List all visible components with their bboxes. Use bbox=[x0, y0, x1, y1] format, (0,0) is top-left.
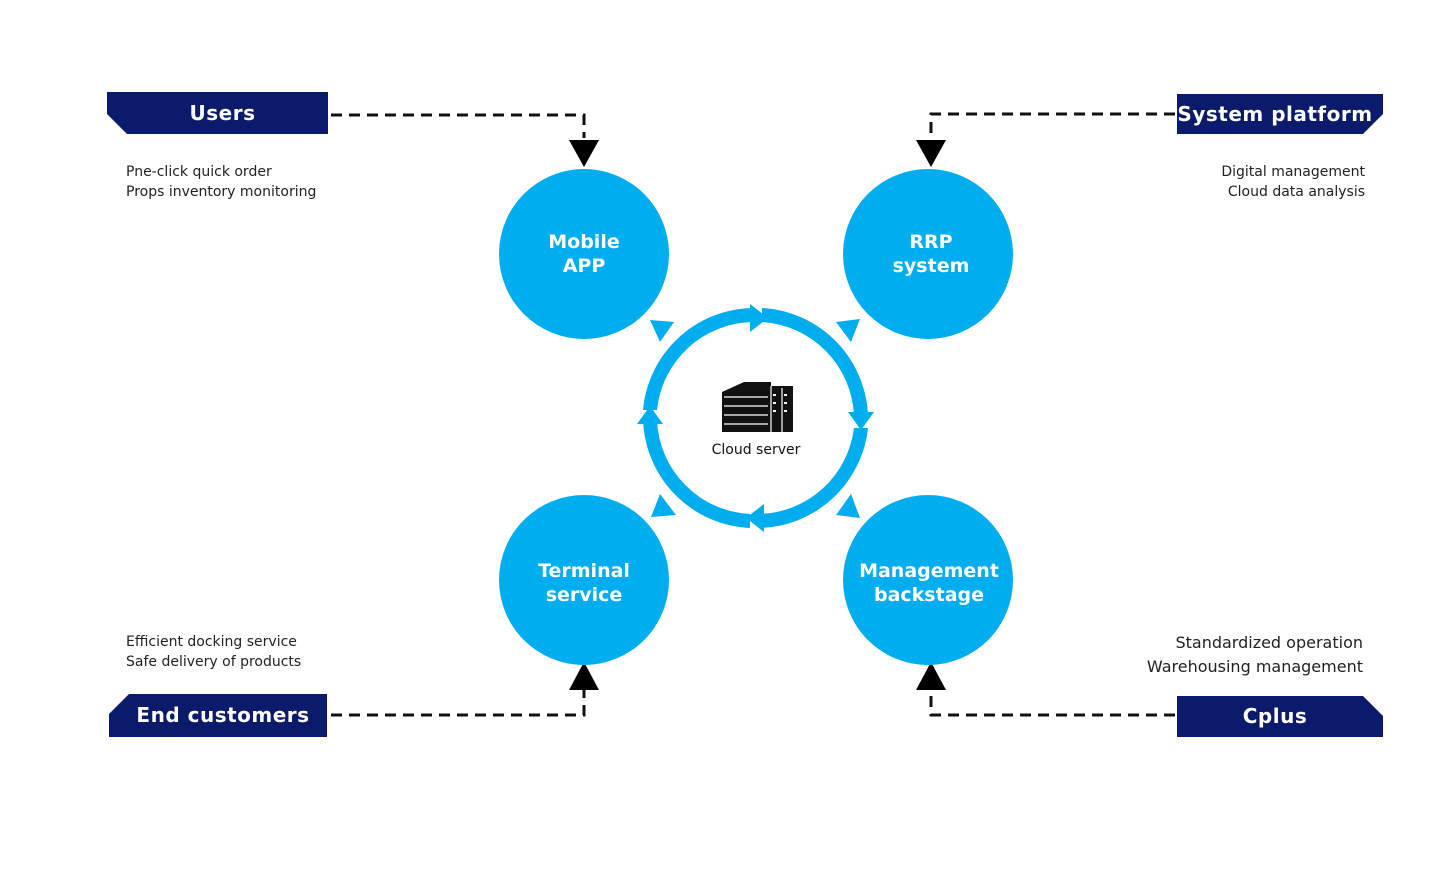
users-tag-shape bbox=[107, 92, 328, 134]
terminal-service-label-line-2: service bbox=[545, 584, 623, 606]
system-platform-desc-line-1: Digital management bbox=[1221, 164, 1365, 180]
end-customers-desc-line-1: Efficient docking service bbox=[126, 634, 297, 650]
cycle-arc-top-left bbox=[643, 308, 752, 410]
users-connector bbox=[331, 113, 586, 138]
end-customers-tag-shape bbox=[109, 694, 327, 737]
cplus-desc-line-1: Standardized operation bbox=[1175, 633, 1363, 652]
system-platform-connector bbox=[929, 112, 1175, 138]
end-customers-desc-line-2: Safe delivery of products bbox=[126, 654, 302, 670]
users-desc-line-1: Pne-click quick order bbox=[126, 164, 272, 180]
users-desc-line-2: Props inventory monitoring bbox=[126, 184, 317, 200]
cloud-server-label: Cloud server bbox=[711, 442, 801, 458]
management-backstage-label-line-1: Management bbox=[859, 560, 999, 582]
users-tag-label: Users bbox=[189, 101, 256, 125]
terminal-service-label: Terminal service bbox=[499, 559, 669, 607]
pointer-to-management-backstage bbox=[836, 494, 860, 518]
cplus-desc-line-2: Warehousing management bbox=[1146, 657, 1363, 676]
system-platform-tag-shape bbox=[1177, 94, 1383, 134]
server-building-icon bbox=[722, 382, 793, 432]
rrp-system-label-line-1: RRP bbox=[909, 231, 953, 253]
cycle-arc-top-right bbox=[762, 308, 868, 416]
cycle-arc-bottom-left bbox=[643, 420, 750, 528]
terminal-service-label-line-1: Terminal bbox=[538, 560, 630, 582]
system-platform-tag-label: System platform bbox=[1177, 102, 1373, 126]
pointer-to-rrp-system bbox=[836, 319, 860, 342]
end-customers-description: Efficient docking service Safe delivery … bbox=[126, 632, 301, 672]
system-platform-desc-line-2: Cloud data analysis bbox=[1227, 184, 1365, 200]
pointer-to-mobile-app bbox=[650, 320, 674, 342]
users-description: Pne-click quick order Props inventory mo… bbox=[126, 162, 316, 202]
mobile-app-label-line-2: APP bbox=[562, 255, 606, 277]
cycle-ring bbox=[637, 304, 874, 532]
system-platform-arrowhead bbox=[916, 140, 946, 167]
rrp-system-label-line-2: system bbox=[892, 255, 970, 277]
terminal-service-node bbox=[499, 495, 669, 665]
users-arrowhead bbox=[569, 140, 599, 167]
management-backstage-node bbox=[843, 495, 1013, 665]
system-platform-description: Digital management Cloud data analysis bbox=[1100, 162, 1365, 202]
cplus-tag-label: Cplus bbox=[1242, 704, 1308, 728]
cycle-arc-head-2 bbox=[746, 504, 764, 532]
cplus-tag-shape bbox=[1177, 696, 1383, 737]
management-backstage-label-line-2: backstage bbox=[873, 584, 985, 606]
mobile-app-label: Mobile APP bbox=[499, 230, 669, 278]
management-backstage-label: Management backstage bbox=[843, 559, 1015, 607]
end-customers-tag-label: End customers bbox=[136, 703, 310, 727]
cplus-arrowhead bbox=[916, 662, 946, 690]
cycle-arc-head-1 bbox=[848, 412, 874, 430]
mobile-app-label-line-1: Mobile bbox=[548, 231, 620, 253]
cycle-arc-head-3 bbox=[637, 406, 663, 424]
end-customers-connector bbox=[331, 690, 586, 717]
cycle-arc-bottom-right bbox=[760, 428, 868, 528]
rrp-system-label: RRP system bbox=[846, 230, 1016, 278]
end-customers-arrowhead bbox=[569, 662, 599, 690]
cplus-connector bbox=[929, 690, 1175, 717]
rrp-system-node bbox=[843, 169, 1013, 339]
cplus-description: Standardized operation Warehousing manag… bbox=[1100, 631, 1363, 679]
mobile-app-node bbox=[499, 169, 669, 339]
pointer-to-terminal-service bbox=[651, 494, 676, 517]
cycle-arc-head-4 bbox=[750, 304, 768, 332]
